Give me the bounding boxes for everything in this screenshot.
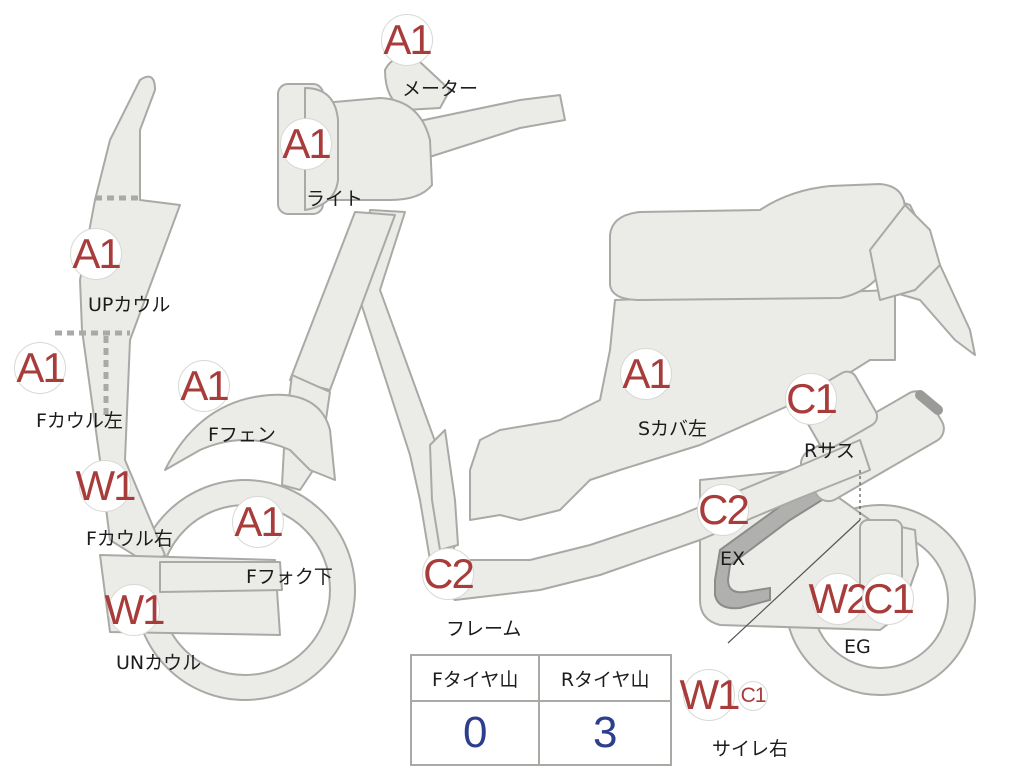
marker-muffler-c1[interactable]: C1: [738, 681, 768, 711]
damage-code: C1: [862, 573, 915, 625]
marker-muffler-w1[interactable]: W1: [680, 669, 741, 721]
marker-up-cowl[interactable]: A1: [70, 228, 122, 280]
label-light: ライト: [306, 188, 364, 210]
label-frame: フレーム: [446, 618, 522, 640]
label-muffler-right: サイレ右: [712, 738, 789, 760]
damage-code: C2: [697, 484, 750, 536]
seat-rear-part: [869, 204, 941, 301]
marker-s-cover-left[interactable]: A1: [620, 348, 672, 400]
damage-code: C1: [785, 373, 838, 425]
marker-exhaust[interactable]: C2: [697, 484, 750, 536]
marker-f-fork-lower[interactable]: A1: [232, 496, 284, 548]
damage-code: A1: [620, 348, 672, 400]
marker-engine-c1[interactable]: C1: [862, 573, 915, 625]
label-engine: EG: [844, 636, 871, 658]
front-fork-upper-part: [289, 211, 396, 391]
marker-f-cowl-left[interactable]: A1: [14, 342, 66, 394]
damage-code: A1: [178, 360, 230, 412]
front-cowl-part: [79, 75, 181, 566]
damage-code: W1: [105, 584, 166, 636]
damage-code: W2: [809, 573, 870, 625]
marker-meter[interactable]: A1: [381, 14, 433, 66]
label-r-suspension: Rサス: [804, 440, 855, 462]
label-f-fender: Fフェン: [208, 424, 276, 446]
side-cover-part: [469, 289, 896, 521]
floor-step-part: [159, 561, 283, 593]
marker-engine-w2[interactable]: W2: [809, 573, 870, 625]
damage-code: C2: [422, 548, 475, 600]
label-exhaust: EX: [720, 548, 746, 570]
muffler-leader-line: [727, 519, 861, 644]
label-up-cowl: UPカウル: [88, 294, 171, 316]
label-f-fork-lower: Fフォク下: [246, 566, 333, 588]
marker-light[interactable]: A1: [280, 118, 332, 170]
marker-frame[interactable]: C2: [422, 548, 475, 600]
seat-part: [609, 183, 906, 301]
label-f-cowl-right: Fカウル右: [86, 528, 173, 550]
damage-code: A1: [280, 118, 332, 170]
label-un-cowl: UNカウル: [116, 652, 202, 674]
label-s-cover-left: Sカバ左: [638, 418, 708, 440]
marker-r-suspension[interactable]: C1: [785, 373, 838, 425]
rear-tread-value: 3: [538, 700, 672, 766]
front-fender-part: [164, 393, 336, 481]
damage-code: A1: [232, 496, 284, 548]
rear-tread-header: Rタイヤ山: [538, 654, 672, 702]
damage-code-small: C1: [738, 681, 768, 711]
damage-code: A1: [381, 14, 433, 66]
damage-code: A1: [14, 342, 66, 394]
label-meter: メーター: [402, 78, 479, 100]
marker-f-fender[interactable]: A1: [178, 360, 230, 412]
label-f-cowl-left: Fカウル左: [36, 410, 123, 432]
damage-code: A1: [70, 228, 122, 280]
marker-un-cowl[interactable]: W1: [105, 584, 166, 636]
marker-f-cowl-right[interactable]: W1: [76, 460, 137, 512]
rear-axle-part: [915, 390, 943, 415]
frame-front-part: [429, 429, 459, 551]
damage-code: W1: [680, 669, 741, 721]
front-tread-value: 0: [409, 700, 541, 766]
front-tread-header: Fタイヤ山: [409, 654, 541, 702]
damage-code: W1: [76, 460, 137, 512]
tire-tread-table: Fタイヤ山 Rタイヤ山 0 3: [409, 654, 672, 766]
